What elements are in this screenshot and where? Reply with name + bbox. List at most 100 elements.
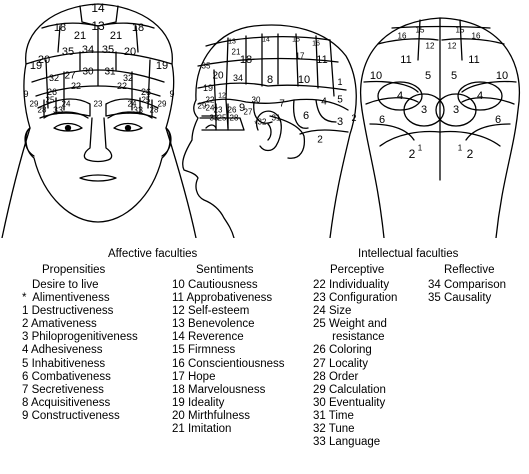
side-region-number: 31: [272, 114, 281, 123]
side-region-number: 10: [298, 74, 310, 86]
back-region-number: 1: [458, 144, 463, 153]
perceptive-item: 31 Time: [313, 409, 354, 422]
side-region-number: 20: [212, 71, 224, 82]
perceptive-item: 30 Eventuality: [313, 396, 386, 409]
back-region-number: 15: [456, 26, 465, 35]
back-region-number: 3: [453, 104, 459, 116]
front-region-number: 23: [94, 100, 103, 109]
front-region-number: 20: [124, 46, 136, 58]
back-region-number: 2: [409, 147, 416, 161]
back-region-number: 6: [379, 114, 385, 126]
front-region-number: 26: [47, 87, 57, 97]
front-region-number: 22: [117, 81, 127, 91]
perceptive-item: 27 Locality: [313, 357, 368, 370]
front-region-number: 27: [64, 71, 76, 82]
front-region-number: 9: [23, 89, 28, 99]
front-region-number: 21: [110, 30, 122, 42]
front-region-number: 20: [38, 54, 50, 66]
side-region-number: 13: [228, 39, 236, 46]
side-region-number: 1: [337, 77, 342, 87]
propensity-item: 5 Inhabitiveness: [22, 357, 106, 370]
back-region-number: 5: [451, 70, 457, 82]
back-region-number: 15: [416, 26, 425, 35]
side-head: [182, 24, 357, 238]
back-region-number: 16: [398, 32, 407, 41]
perceptive-item: 32 Tune: [313, 423, 355, 436]
back-region-number: 12: [448, 42, 457, 51]
side-region-number: 12: [218, 93, 226, 100]
sentiment-item: 13 Benevolence: [172, 318, 255, 331]
sentiment-item: 18 Marvelousness: [172, 383, 266, 396]
perceptive-item: resistance: [313, 331, 385, 344]
back-region-number: 4: [397, 90, 403, 102]
propensity-item: * Alimentiveness: [22, 292, 110, 305]
front-region-number: 35: [102, 44, 114, 56]
back-region-number: 5: [425, 70, 431, 82]
front-region-number: 19: [156, 60, 168, 72]
side-region-number: 27: [244, 108, 253, 117]
front-region-number: 30: [82, 67, 94, 78]
front-region-number: 34: [82, 44, 94, 56]
side-region-number: 25: [218, 114, 227, 123]
front-region-number: 32: [123, 73, 133, 83]
heading-perceptive: Perceptive: [330, 264, 385, 276]
sentiment-item: 15 Firmness: [172, 344, 236, 357]
back-head: [360, 17, 520, 238]
perceptive-item: 26 Coloring: [313, 344, 372, 357]
side-region-number: 3: [337, 116, 343, 128]
perceptive-item: 33 Language: [313, 436, 381, 449]
propensity-item: 9 Constructiveness: [22, 409, 120, 422]
side-region-number: 35: [202, 62, 211, 71]
propensity-item: 8 Acquisitiveness: [22, 396, 111, 409]
back-region-number: 10: [496, 70, 508, 82]
back-region-number: 2: [467, 147, 474, 161]
sentiment-item: 10 Cautiousness: [172, 279, 258, 291]
sentiment-item: 19 Ideality: [172, 396, 225, 409]
side-region-number: 15: [292, 37, 300, 44]
back-region-number: 10: [370, 70, 382, 82]
side-region-number: 21: [232, 48, 241, 57]
back-region-number: 12: [426, 42, 435, 51]
side-region-number: 6: [303, 110, 309, 122]
side-region-number: 19: [203, 83, 213, 93]
front-region-number: 9: [169, 89, 174, 99]
perceptive-item: 25 Weight and: [313, 318, 387, 331]
heading-intellectual-faculties: Intellectual faculties: [358, 248, 459, 260]
side-region-number: 7: [279, 99, 285, 110]
sentiment-item: 11 Approbativeness: [172, 292, 273, 305]
heading-propensities: Propensities: [42, 264, 106, 276]
back-region-number: 11: [400, 54, 411, 66]
side-region-number: 9: [239, 102, 245, 114]
propensity-item: 4 Adhesiveness: [22, 344, 103, 357]
front-region-number: 24: [128, 100, 137, 109]
back-region-number: 16: [472, 32, 481, 41]
front-region-number: 32: [49, 73, 59, 83]
side-region-number: 14: [262, 37, 270, 44]
perceptive-item: 23 Configuration: [313, 292, 398, 305]
side-region-number: 8: [267, 74, 273, 86]
back-region-number: 1: [418, 144, 423, 153]
side-region-number: 32: [258, 118, 267, 127]
side-region-number: 28: [230, 114, 239, 123]
sentiment-item: 12 Self-esteem: [172, 305, 250, 318]
side-region-number: 22: [206, 96, 215, 105]
front-region-number: 19: [30, 60, 42, 72]
perceptive-item: 29 Calculation: [313, 383, 386, 396]
front-region-number: 18: [54, 22, 66, 34]
side-region-number: 4: [321, 97, 327, 108]
heading-reflective: Reflective: [444, 264, 495, 276]
propensity-item: 2 Amativeness: [22, 318, 97, 331]
side-region-number: 33: [210, 114, 219, 123]
side-region-number: 2: [317, 135, 323, 146]
front-region-number: 26: [141, 87, 151, 97]
front-region-number: 14: [91, 1, 105, 15]
sentiment-item: 20 Mirthfulness: [172, 409, 250, 422]
reflective-item: 34 Comparison: [428, 279, 506, 291]
side-region-number: 5: [337, 95, 343, 106]
side-region-number: 16: [312, 41, 320, 48]
